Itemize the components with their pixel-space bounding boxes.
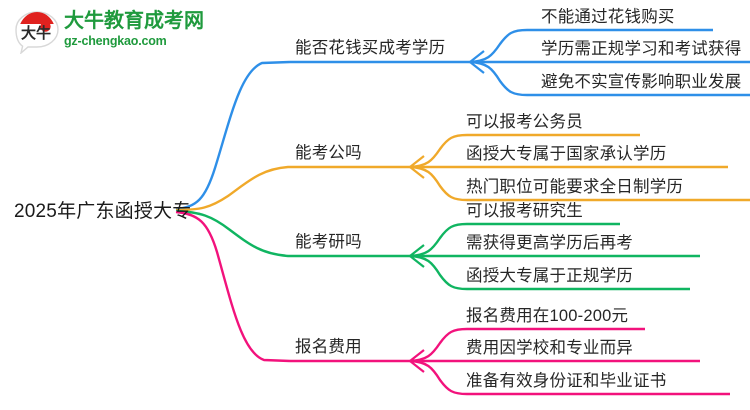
- logo-mark-text: 大牛: [21, 24, 51, 42]
- leaf-node-1-3[interactable]: 避免不实宣传影响职业发展: [541, 73, 742, 91]
- wire-branch-1-fork-notch: [468, 50, 485, 74]
- leaf-node-1-2[interactable]: 学历需正规学习和考试获得: [541, 40, 742, 58]
- logo-text-group: 大牛教育成考网 gz-chengkao.com: [64, 9, 204, 49]
- leaf-node-3-1[interactable]: 可以报考研究生: [466, 202, 583, 220]
- wire-branch-2-fork-notch: [408, 155, 425, 179]
- branch-node-4[interactable]: 报名费用: [295, 338, 362, 356]
- logo-title: 大牛教育成考网: [64, 10, 204, 32]
- leaf-node-2-2[interactable]: 函授大专属于国家承认学历: [466, 145, 667, 163]
- branch-node-1[interactable]: 能否花钱买成考学历: [295, 39, 446, 57]
- branch-node-3[interactable]: 能考研吗: [295, 233, 362, 251]
- wire-root-branch-2: [175, 165, 290, 212]
- leaf-node-4-3[interactable]: 准备有效身份证和毕业证书: [466, 372, 667, 390]
- branch-node-2[interactable]: 能考公吗: [295, 144, 362, 162]
- wire-root-branch-4: [175, 210, 291, 363]
- leaf-node-4-2[interactable]: 费用因学校和专业而异: [466, 339, 633, 357]
- wire-root-branch-1: [175, 60, 291, 211]
- logo-subtitle: gz-chengkao.com: [64, 34, 167, 48]
- site-logo[interactable]: 大牛 大牛教育成考网 gz-chengkao.com: [14, 8, 204, 58]
- leaf-node-2-1[interactable]: 可以报考公务员: [466, 113, 583, 131]
- root-node[interactable]: 2025年广东函授大专: [14, 201, 192, 222]
- wire-branch-3-fork-notch: [408, 244, 425, 268]
- leaf-node-3-3[interactable]: 函授大专属于正规学历: [466, 267, 633, 285]
- leaf-node-2-3[interactable]: 热门职位可能要求全日制学历: [466, 178, 684, 196]
- leaf-node-4-1[interactable]: 报名费用在100-200元: [466, 307, 629, 325]
- wire-root-branch-3: [175, 209, 290, 258]
- logo-speech-bubble-icon: 大牛: [15, 11, 59, 54]
- leaf-node-3-2[interactable]: 需获得更高学历后再考: [466, 234, 633, 252]
- leaf-node-1-1[interactable]: 不能通过花钱购买: [541, 8, 675, 26]
- wire-branch-4-fork-notch: [408, 349, 425, 373]
